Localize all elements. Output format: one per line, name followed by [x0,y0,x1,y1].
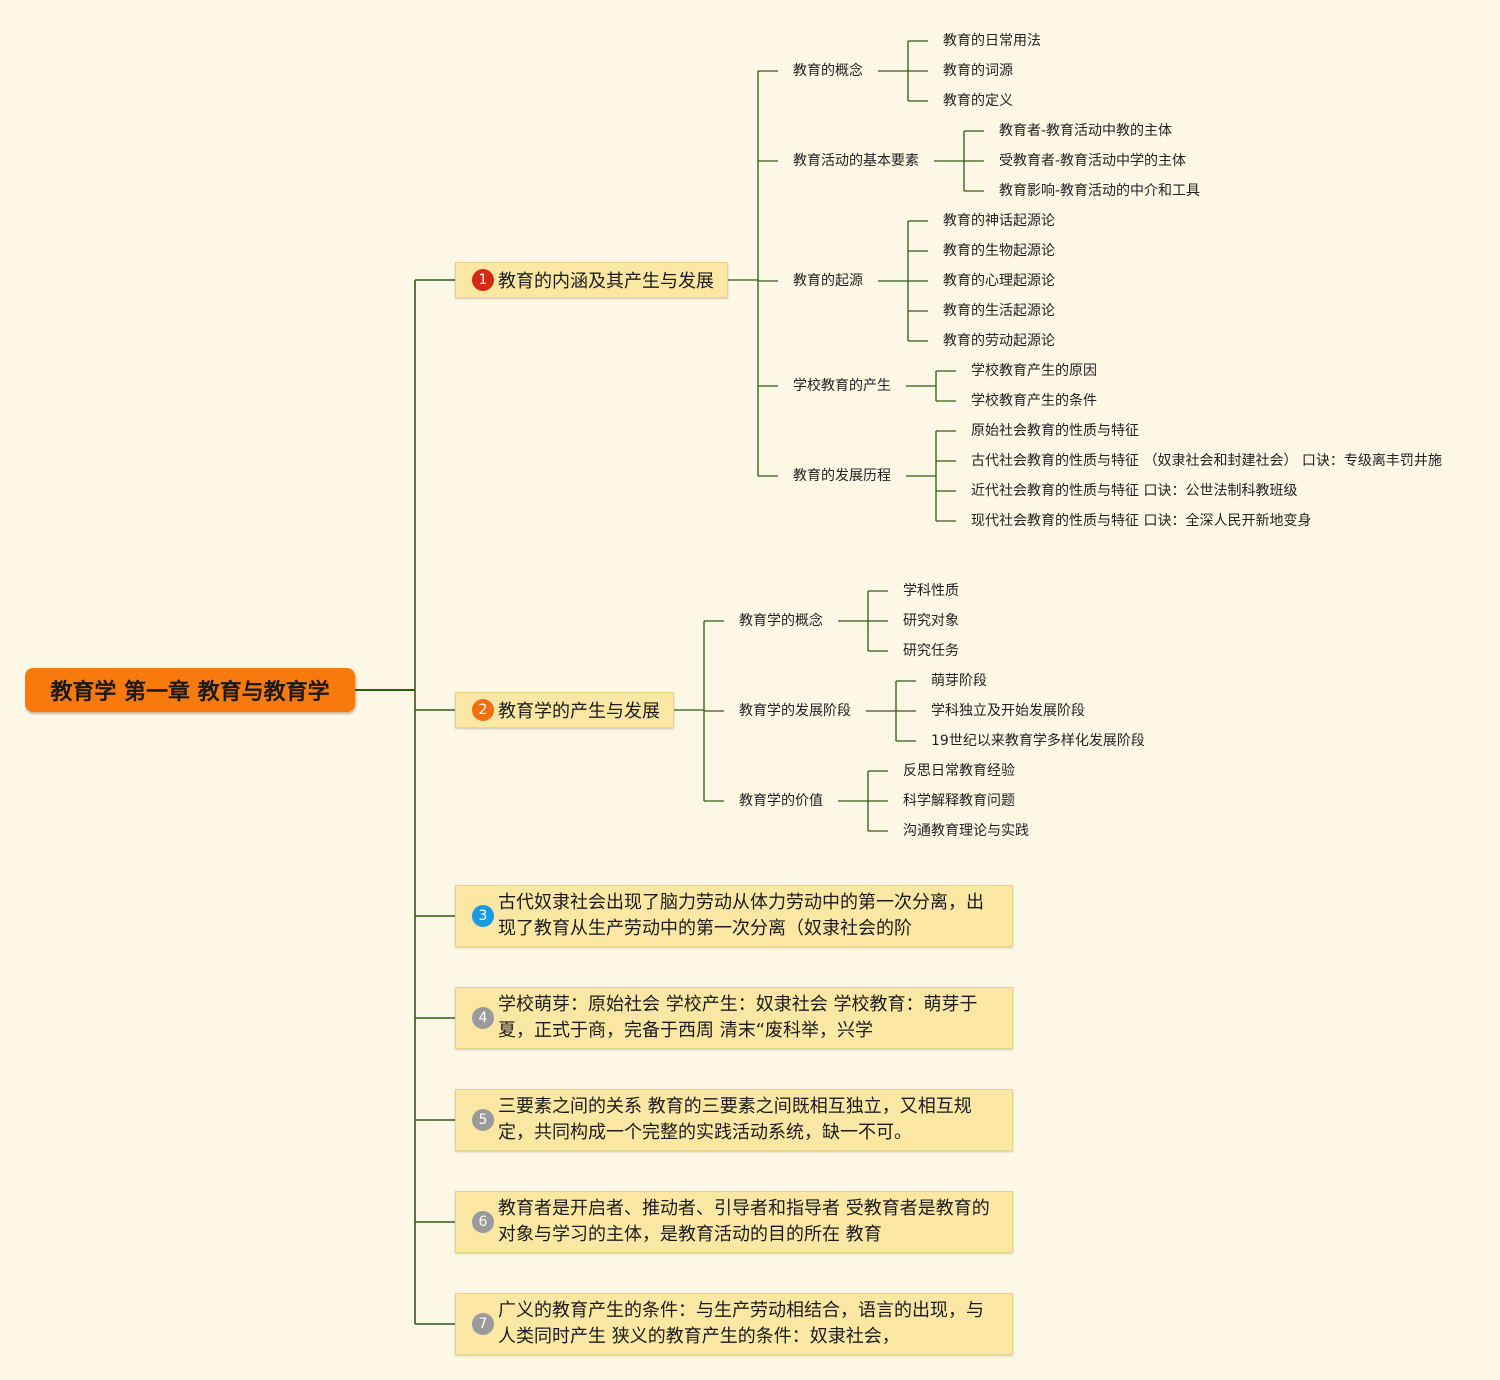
leaf-1-4-1[interactable]: 学校教育产生的原因 [971,363,1097,379]
root-topic[interactable]: 教育学 第一章 教育与教育学 [25,668,355,712]
leaf-1-5-3[interactable]: 近代社会教育的性质与特征 口诀：公世法制科教班级 [971,483,1298,499]
leaf-1-2-2[interactable]: 受教育者-教育活动中学的主体 [999,153,1187,169]
topic-2[interactable]: 2 教育学的产生与发展 [455,692,674,728]
subtopic-1-2[interactable]: 教育活动的基本要素 [793,153,919,169]
topic-6[interactable]: 6 教育者是开启者、推动者、引导者和指导者 受教育者是教育的对象与学习的主体，是… [455,1191,1013,1253]
leaf-1-5-2[interactable]: 古代社会教育的性质与特征 （奴隶社会和封建社会） 口诀：专级离丰罚井施 [971,453,1442,469]
leaf-2-3-1[interactable]: 反思日常教育经验 [903,763,1015,779]
leaf-1-1-3[interactable]: 教育的定义 [943,93,1013,109]
leaf-2-2-2[interactable]: 学科独立及开始发展阶段 [931,703,1085,719]
leaf-1-3-2[interactable]: 教育的生物起源论 [943,243,1055,259]
subtopic-2-3[interactable]: 教育学的价值 [739,793,823,809]
subtopic-1-5[interactable]: 教育的发展历程 [793,468,891,484]
number-badge-6-icon: 6 [472,1211,494,1233]
leaf-1-3-4[interactable]: 教育的生活起源论 [943,303,1055,319]
topic-7[interactable]: 7 广义的教育产生的条件：与生产劳动相结合，语言的出现，与人类同时产生 狭义的教… [455,1293,1013,1355]
leaf-1-3-5[interactable]: 教育的劳动起源论 [943,333,1055,349]
topic-5[interactable]: 5 三要素之间的关系 教育的三要素之间既相互独立，又相互规定，共同构成一个完整的… [455,1089,1013,1151]
number-badge-5-icon: 5 [472,1109,494,1131]
leaf-1-2-1[interactable]: 教育者-教育活动中教的主体 [999,123,1173,139]
leaf-1-3-1[interactable]: 教育的神话起源论 [943,213,1055,229]
number-badge-7-icon: 7 [472,1313,494,1335]
topic-1-label: 教育的内涵及其产生与发展 [498,271,714,292]
leaf-2-2-1[interactable]: 萌芽阶段 [931,673,987,689]
subtopic-1-3[interactable]: 教育的起源 [793,273,863,289]
topic-3-label: 古代奴隶社会出现了脑力劳动从体力劳动中的第一次分离，出现了教育从生产劳动中的第一… [498,892,984,939]
leaf-2-1-1[interactable]: 学科性质 [903,583,959,599]
number-badge-4-icon: 4 [472,1007,494,1029]
topic-2-label: 教育学的产生与发展 [498,701,660,722]
leaf-1-3-3[interactable]: 教育的心理起源论 [943,273,1055,289]
leaf-2-2-3[interactable]: 19世纪以来教育学多样化发展阶段 [931,733,1145,749]
leaf-2-1-2[interactable]: 研究对象 [903,613,959,629]
number-badge-1-icon: 1 [472,269,494,291]
topic-4[interactable]: 4 学校萌芽：原始社会 学校产生：奴隶社会 学校教育：萌芽于夏，正式于商，完备于… [455,987,1013,1049]
topic-1[interactable]: 1 教育的内涵及其产生与发展 [455,262,728,298]
leaf-1-1-2[interactable]: 教育的词源 [943,63,1013,79]
number-badge-2-icon: 2 [472,699,494,721]
topic-4-label: 学校萌芽：原始社会 学校产生：奴隶社会 学校教育：萌芽于夏，正式于商，完备于西周… [498,994,978,1041]
subtopic-2-1[interactable]: 教育学的概念 [739,613,823,629]
topic-3[interactable]: 3 古代奴隶社会出现了脑力劳动从体力劳动中的第一次分离，出现了教育从生产劳动中的… [455,885,1013,947]
leaf-1-5-1[interactable]: 原始社会教育的性质与特征 [971,423,1139,439]
leaf-1-4-2[interactable]: 学校教育产生的条件 [971,393,1097,409]
subtopic-2-2[interactable]: 教育学的发展阶段 [739,703,851,719]
subtopic-1-1[interactable]: 教育的概念 [793,63,863,79]
leaf-1-1-1[interactable]: 教育的日常用法 [943,33,1041,49]
root-topic-label: 教育学 第一章 教育与教育学 [50,680,330,705]
leaf-1-2-3[interactable]: 教育影响-教育活动的中介和工具 [999,183,1201,199]
subtopic-1-4[interactable]: 学校教育的产生 [793,378,891,394]
topic-6-label: 教育者是开启者、推动者、引导者和指导者 受教育者是教育的对象与学习的主体，是教育… [498,1198,990,1245]
topic-7-label: 广义的教育产生的条件：与生产劳动相结合，语言的出现，与人类同时产生 狭义的教育产… [498,1300,984,1347]
topic-5-label: 三要素之间的关系 教育的三要素之间既相互独立，又相互规定，共同构成一个完整的实践… [498,1096,972,1143]
number-badge-3-icon: 3 [472,905,494,927]
leaf-2-3-3[interactable]: 沟通教育理论与实践 [903,823,1029,839]
leaf-2-1-3[interactable]: 研究任务 [903,643,959,659]
leaf-2-3-2[interactable]: 科学解释教育问题 [903,793,1015,809]
leaf-1-5-4[interactable]: 现代社会教育的性质与特征 口诀：全深人民开新地变身 [971,513,1312,529]
